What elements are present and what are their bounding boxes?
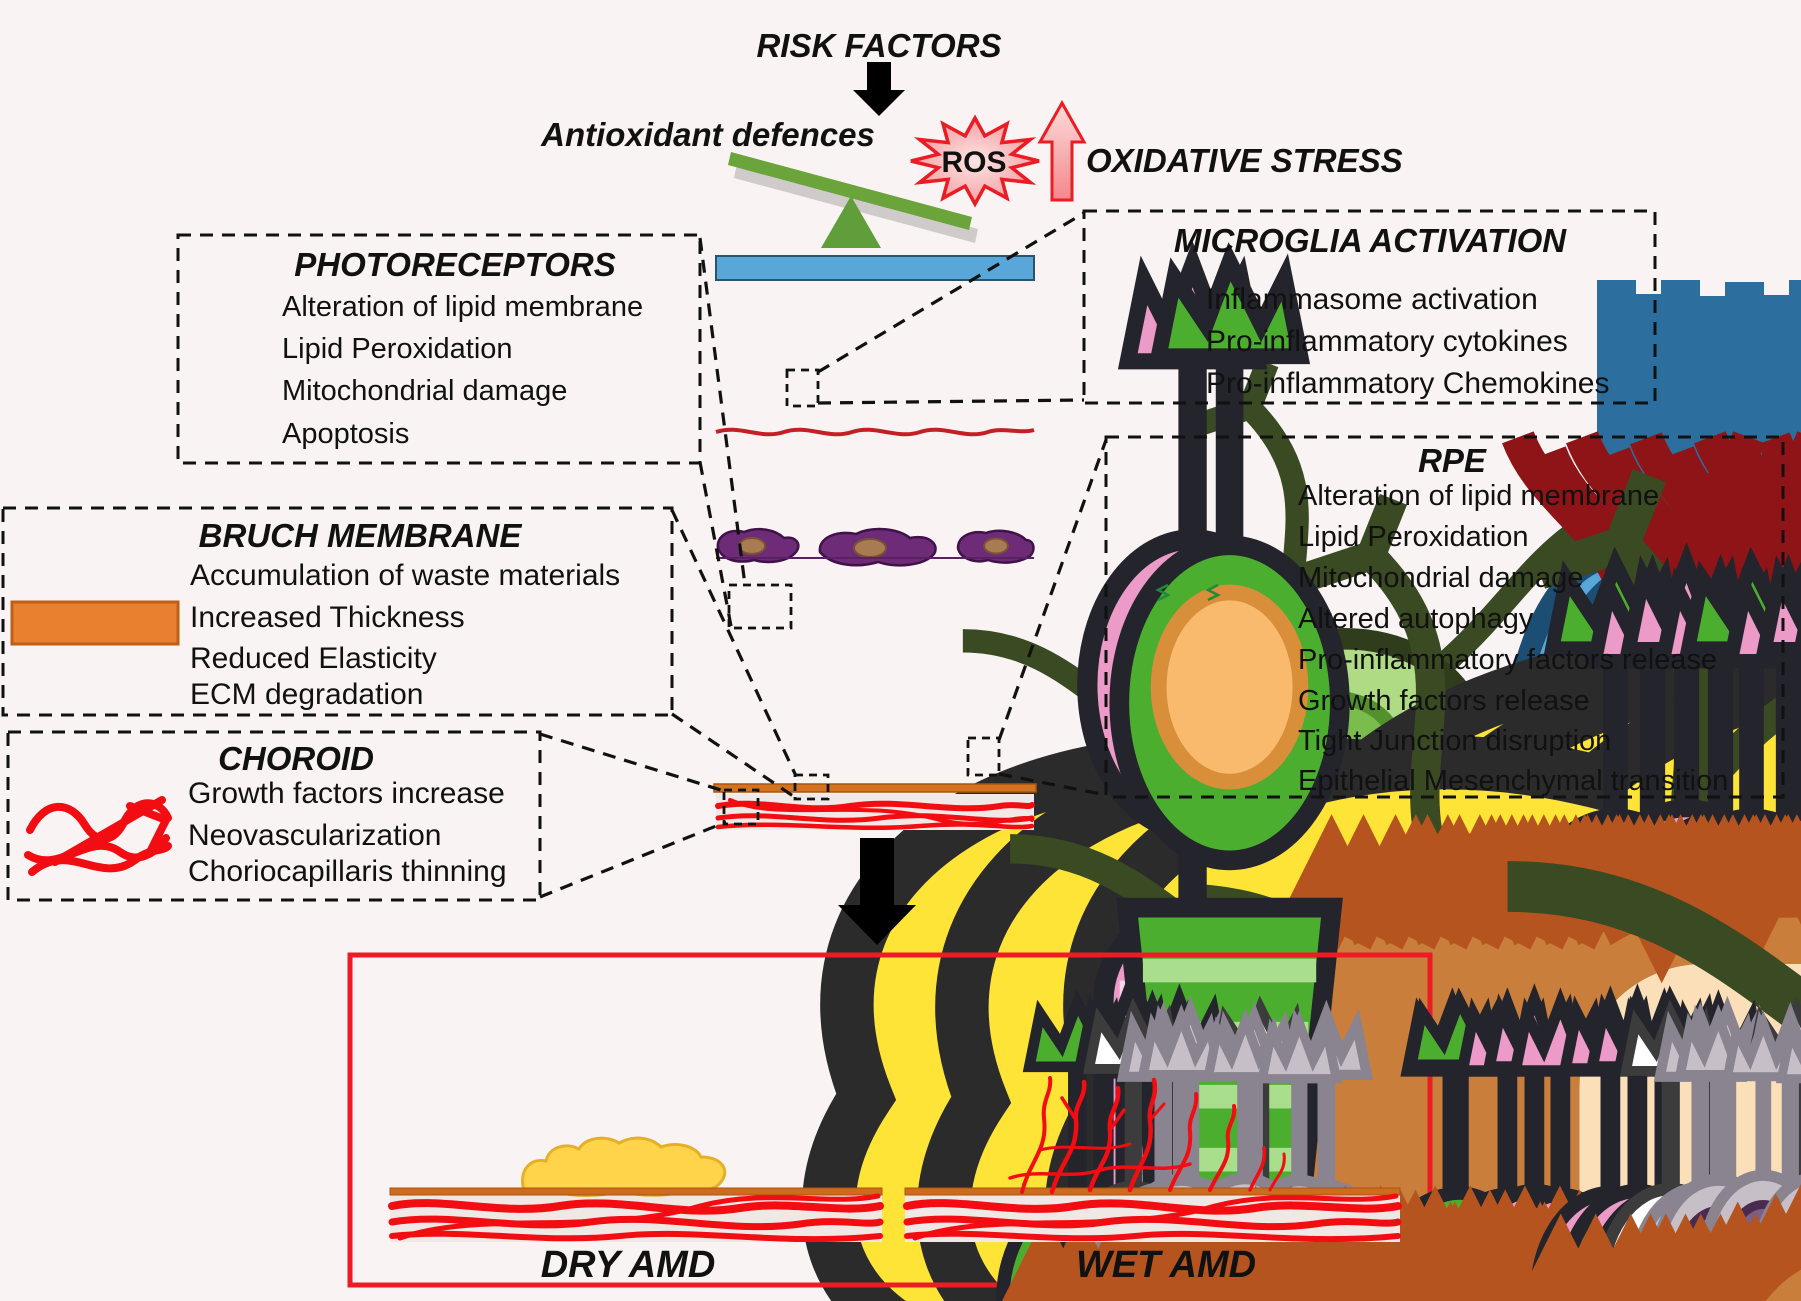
rpe-item: Mitochondrial damage <box>1298 562 1583 594</box>
photoreceptors-box: PHOTORECEPTORS Alteration of lipid membr… <box>176 233 1342 1301</box>
microglia-item: Pro-inflammatory cytokines <box>1206 325 1568 358</box>
risk-factors-label: RISK FACTORS <box>756 27 1001 64</box>
rpe-item: Altered autophagy <box>1298 603 1534 635</box>
amd-outcomes-box: DRY AMD <box>347 952 1801 1301</box>
bruch-membrane-title: BRUCH MEMBRANE <box>199 517 523 554</box>
rpe-item: Lipid Peroxidation <box>1298 521 1529 553</box>
photoreceptors-item: Apoptosis <box>282 418 409 450</box>
bruch-item: Accumulation of waste materials <box>190 559 620 592</box>
bruch-membrane-line <box>904 1187 1401 1196</box>
dry-amd-label: DRY AMD <box>541 1244 716 1286</box>
neovascularization-vessels <box>1008 1076 1286 1195</box>
choroid-item: Choriocapillaris thinning <box>188 855 507 888</box>
microglia-activation-title: MICROGLIA ACTIVATION <box>1174 222 1567 259</box>
rpe-box: RPE Alteration of lipid membrane Lipid P… <box>1104 435 1785 799</box>
amacrine-cell-layer <box>716 527 1035 567</box>
risk-oxidative-header: RISK FACTORS Antioxidant defences ROS OX… <box>540 27 1403 248</box>
rpe-title: RPE <box>1418 442 1487 479</box>
ros-label: ROS <box>941 146 1006 179</box>
rpe-item: Pro-inflammatory factors release <box>1298 644 1717 676</box>
bruch-callout-rect <box>793 773 830 801</box>
choroid-item: Growth factors increase <box>188 777 505 810</box>
nerve-fiber-layer <box>715 255 1035 281</box>
microglia-callout-rect <box>785 368 820 408</box>
bruch-item: Increased Thickness <box>190 601 465 634</box>
bruch-membrane-line <box>713 783 1037 793</box>
microglia-item: Inflammasome activation <box>1206 283 1538 316</box>
dry-amd-panel: DRY AMD <box>388 997 1801 1301</box>
down-arrow-icon <box>853 62 905 116</box>
plexiform-band <box>715 427 1035 437</box>
retina-diagram <box>713 255 1801 1301</box>
tight-junction-icon <box>1155 583 1221 602</box>
rpe-cells-icon <box>1155 583 1221 602</box>
antioxidant-defences-label: Antioxidant defences <box>540 116 875 153</box>
wet-amd-label: WET AMD <box>1076 1244 1256 1286</box>
photoreceptors-item: Mitochondrial damage <box>282 375 567 407</box>
wet-choroid-vessels <box>903 1193 1402 1243</box>
bruch-membrane-line <box>389 1187 883 1196</box>
down-arrow-icon <box>838 838 916 945</box>
choroid-box: CHOROID Growth factors increase Neovascu… <box>6 730 542 902</box>
bruch-item: ECM degradation <box>190 678 423 711</box>
ros-starburst-icon: ROS <box>910 114 1040 208</box>
microglia-item: Pro-inflammatory Chemokines <box>1206 367 1609 400</box>
rpe-item: Tight Junction disruption <box>1298 725 1611 757</box>
photoreceptors-item: Alteration of lipid membrane <box>282 291 643 323</box>
bruch-item: Reduced Elasticity <box>190 642 437 675</box>
wet-amd-panel: WET AMD <box>903 997 1801 1301</box>
bruch-membrane-box: BRUCH MEMBRANE Accumulation of waste mat… <box>1 506 674 717</box>
photoreceptor-callout-rect <box>727 583 793 630</box>
oxidative-stress-up-arrow-icon <box>1037 99 1087 202</box>
dry-choroid-vessels <box>388 1193 884 1243</box>
rpe-item: Growth factors release <box>1298 685 1590 717</box>
rpe-item: Epithelial Mesenchymal transition <box>1298 765 1728 797</box>
choroid-callout-rect <box>722 788 760 826</box>
rpe-item: Alteration of lipid membrane <box>1298 480 1659 512</box>
choroid-item: Neovascularization <box>188 819 441 852</box>
photoreceptors-title: PHOTORECEPTORS <box>294 246 616 283</box>
choroid-title: CHOROID <box>218 740 374 777</box>
photoreceptors-item: Lipid Peroxidation <box>282 333 513 365</box>
choroid-vessels-icon <box>24 796 172 876</box>
choroid-vessels <box>715 798 1035 830</box>
rpe-callout-rect <box>966 736 1001 777</box>
bruch-membrane-icon <box>10 600 180 646</box>
callout-connectors <box>539 211 1108 899</box>
balance-seesaw-icon <box>728 152 978 248</box>
drusen-icon <box>521 1136 727 1197</box>
oxidative-stress-label: OXIDATIVE STRESS <box>1086 142 1403 179</box>
microglia-activation-box: MICROGLIA ACTIVATION Inflammasome activa… <box>1082 209 1801 1301</box>
